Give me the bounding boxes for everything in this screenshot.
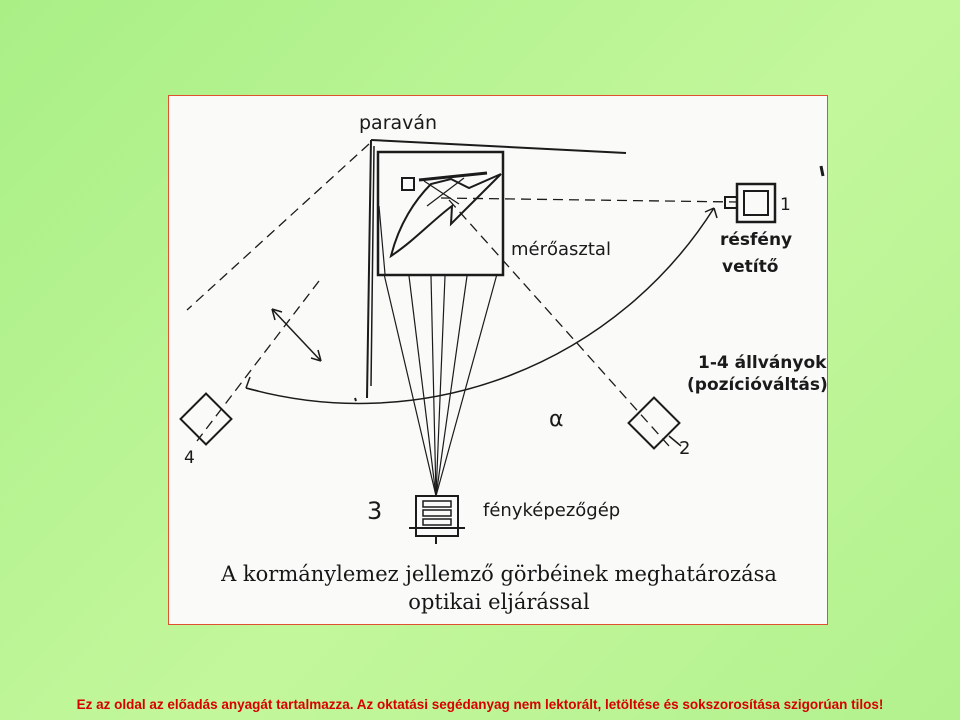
diagram-panel: paraván mérőasztal résfény vetítő 1 1-4 … [168, 95, 828, 625]
label-meroasztal: mérőasztal [511, 239, 611, 260]
projector-inner [743, 190, 769, 216]
label-allvanyok: 1-4 állványok [698, 353, 827, 373]
label-resfeny: résfény [720, 230, 793, 250]
measuring-table [376, 150, 505, 277]
board-bracket [401, 177, 415, 191]
dashed-line-screen-to-4 [186, 143, 370, 311]
label-fenykepezogep: fényképezőgép [483, 500, 621, 521]
dashed-line-projector-beam [440, 197, 738, 203]
projector-outer [735, 182, 777, 224]
label-vetito: vetítő [722, 257, 779, 277]
board-shape [389, 173, 502, 259]
optical-setup-diagram [179, 139, 825, 544]
dashed-line-to-stand-2 [448, 199, 670, 447]
crosshair-line-b [426, 177, 465, 207]
label-num-1: 1 [780, 195, 791, 215]
crosshair-line-a [423, 180, 460, 205]
rotation-arrow [271, 308, 322, 362]
screen-line-inner [370, 145, 375, 387]
screen-line-left [366, 139, 372, 399]
label-poziciovaltas: (pozícióváltás) [687, 375, 828, 395]
label-alpha: α [549, 407, 564, 432]
label-num-2: 2 [679, 438, 691, 459]
camera-lens-ring-1 [422, 500, 452, 508]
label-paravan: paraván [359, 112, 438, 134]
arc-arrowhead-left [245, 376, 259, 392]
board-top-edge [418, 171, 488, 182]
footer-notice: Ez az oldal az előadás anyagát tartalmaz… [76, 697, 884, 712]
dashed-line-to-stand-4 [196, 280, 320, 442]
label-num-4: 4 [184, 448, 195, 468]
camera-lens-ring-2 [422, 509, 452, 517]
caption-line-2: optikai eljárással [408, 590, 590, 614]
camera-lens-ring-3 [422, 518, 452, 526]
dot-mark [354, 397, 357, 402]
rotation-arrow-heads [271, 308, 322, 362]
caption-line-1: A kormánylemez jellemző görbéinek meghat… [221, 562, 777, 586]
stand-4-box [179, 392, 233, 446]
corner-mark [819, 165, 825, 177]
projector-lens [724, 196, 738, 209]
screen-line-top [370, 139, 627, 154]
stand-2-pointer [668, 435, 682, 447]
label-num-3: 3 [367, 497, 383, 525]
stand-2-box [627, 396, 681, 450]
positioning-arc [245, 207, 715, 405]
arc-arrowhead-right [704, 207, 718, 219]
camera-rays [378, 205, 498, 497]
